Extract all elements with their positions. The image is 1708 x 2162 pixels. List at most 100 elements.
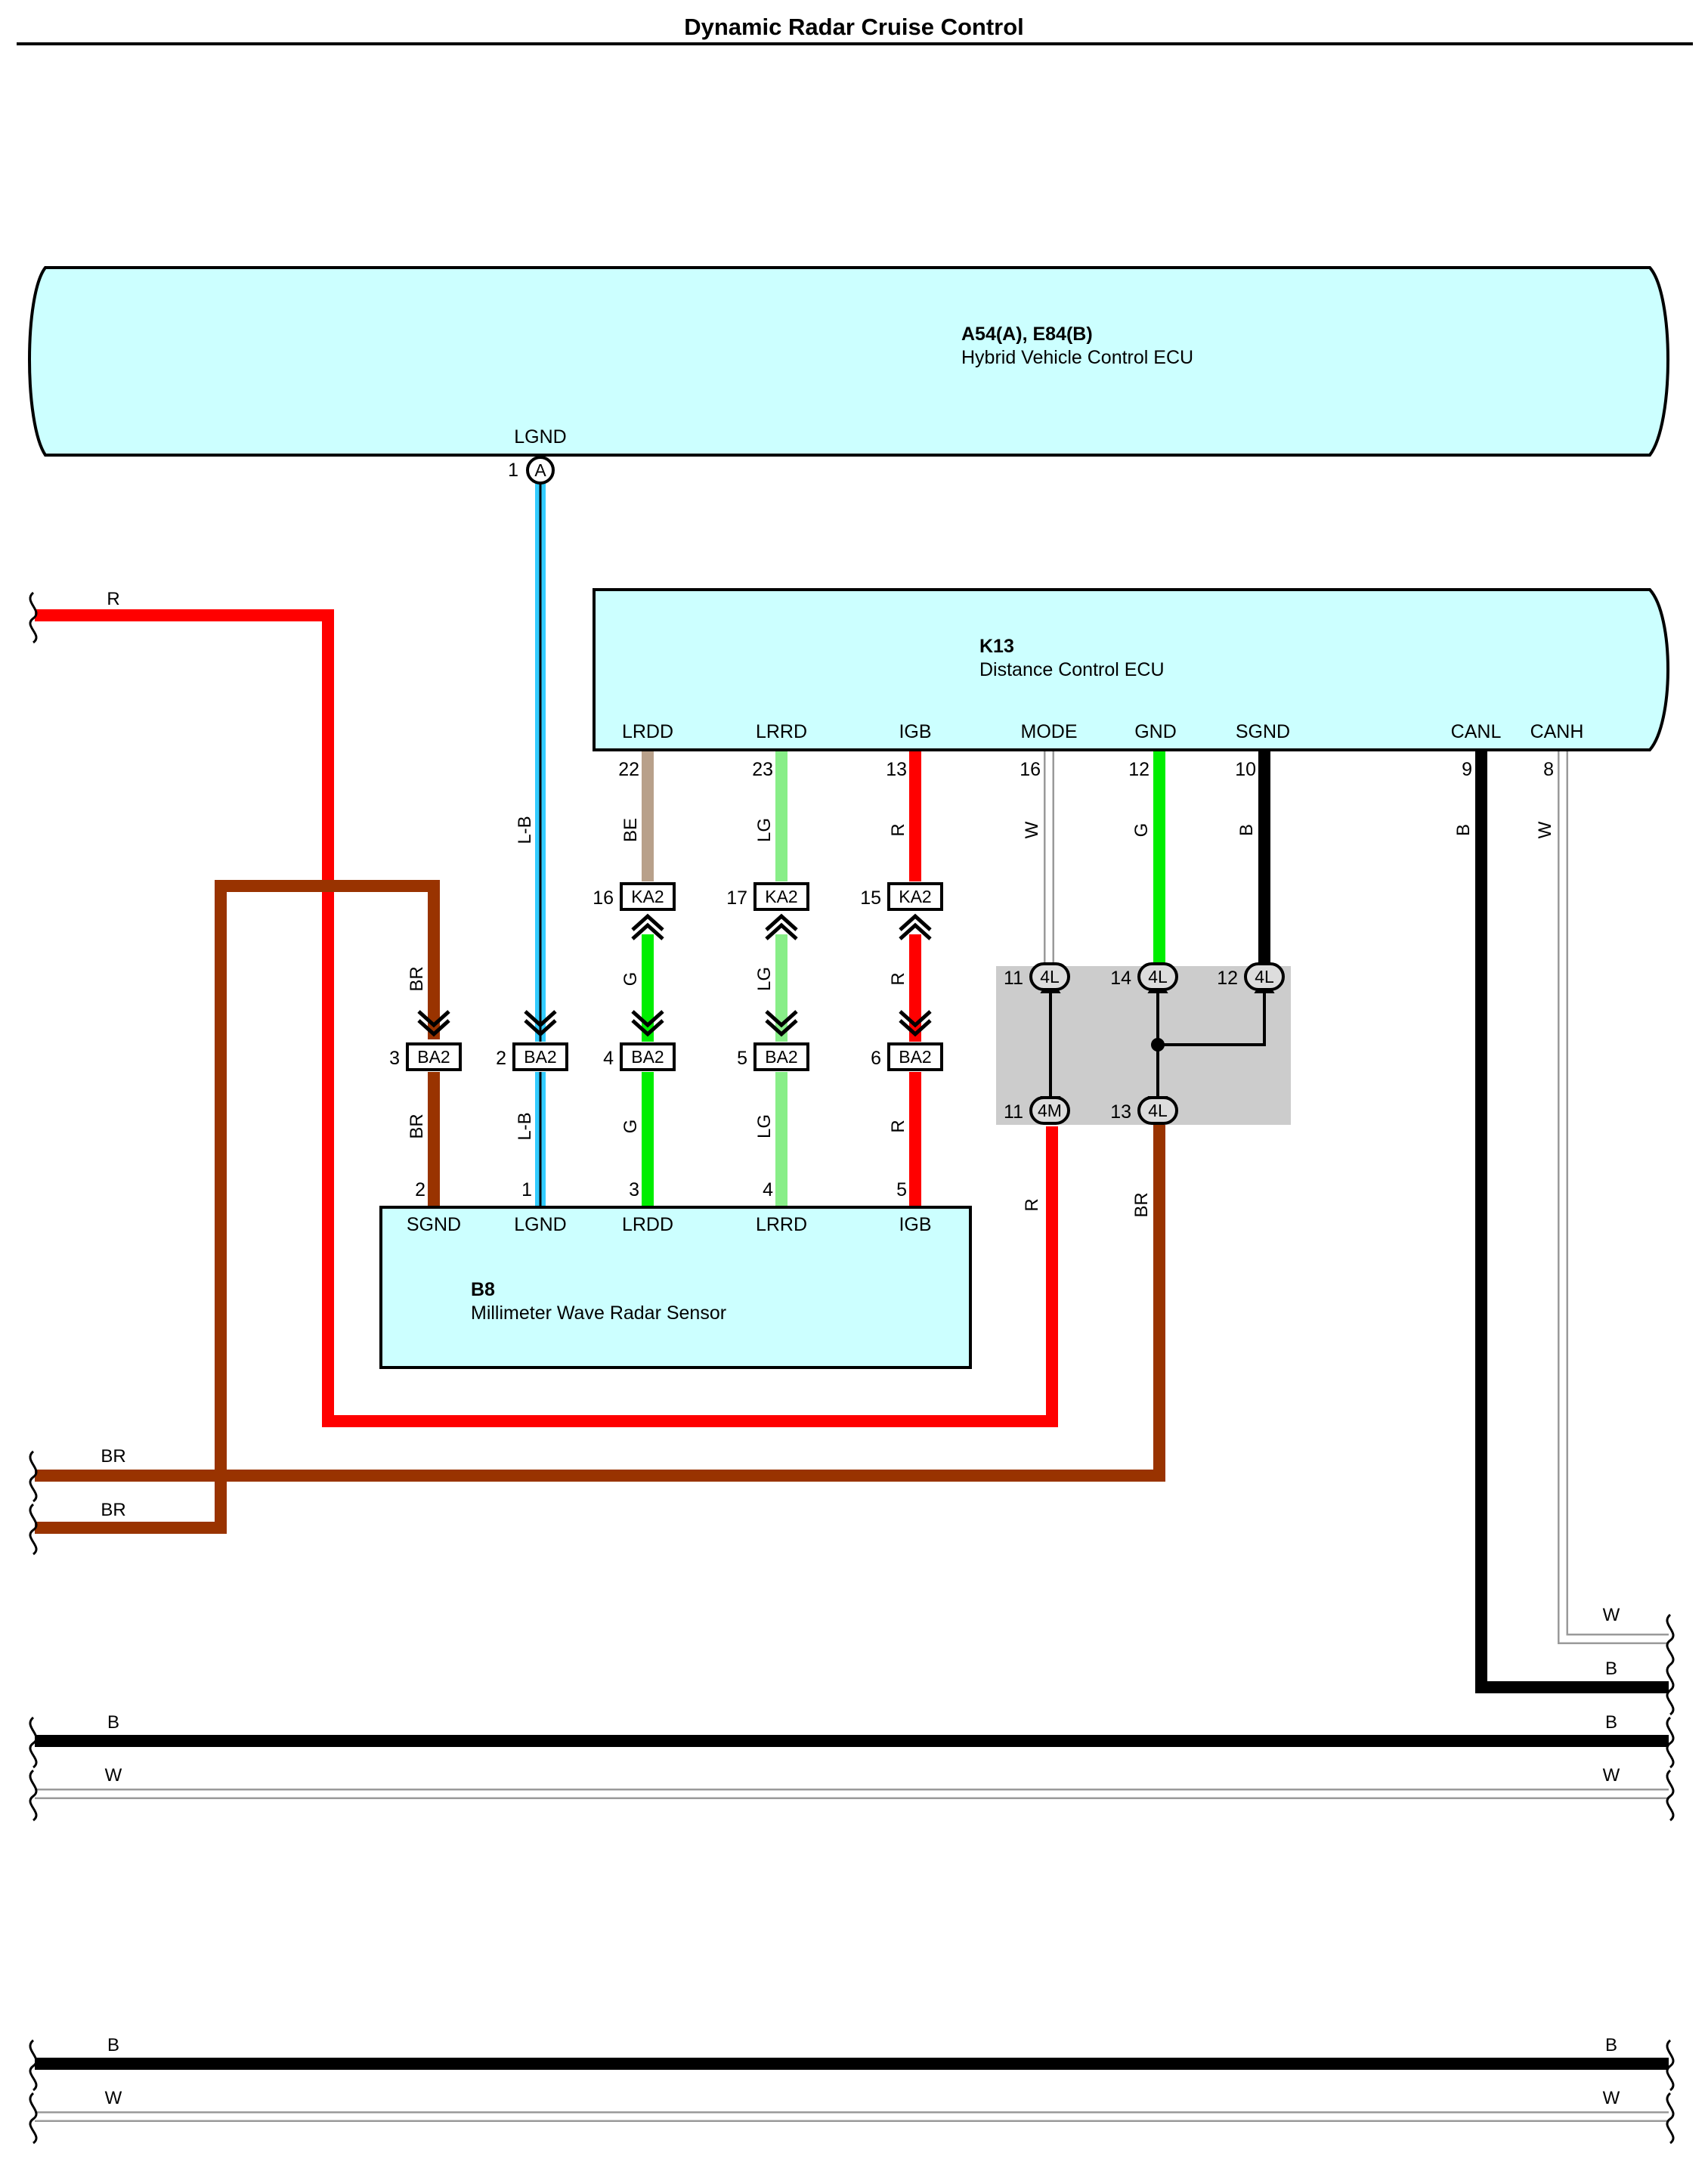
radar-id: B8 (471, 1279, 495, 1300)
ka2-name: KA2 (899, 887, 931, 906)
dc-pin-no-lrdd: 22 (618, 759, 639, 780)
junction-name: 4L (1040, 967, 1060, 987)
wire-label: BE (620, 818, 641, 842)
wire-label: B (107, 2035, 119, 2055)
ba2-name: BA2 (765, 1047, 797, 1067)
wire-label: B (1453, 824, 1474, 836)
dc-pin-label-lrrd: LRRD (756, 721, 807, 742)
ka2-name: KA2 (631, 887, 664, 906)
break-marks-right (1666, 1613, 1675, 2145)
wire-label: W (1603, 2088, 1620, 2108)
dc-pin-label-gnd: GND (1134, 721, 1177, 742)
radar-name: Millimeter Wave Radar Sensor (471, 1302, 726, 1324)
dc-pin-no-canh: 8 (1543, 759, 1554, 780)
ba2-name: BA2 (631, 1047, 664, 1067)
wire-label: BR (407, 1114, 427, 1138)
dc-ecu-id: K13 (979, 636, 1014, 657)
ka2-pin: 15 (860, 887, 881, 909)
wire-label: BR (407, 966, 427, 991)
junction-4l-brown: 4L 13 (1110, 1096, 1178, 1125)
ka2-name: KA2 (765, 887, 797, 906)
wire-label: LG (754, 1114, 775, 1138)
ba2-connector-lrrd: BA2 5 (737, 1010, 809, 1071)
hv-ecu-name: Hybrid Vehicle Control ECU (961, 347, 1193, 368)
dc-pin-label-igb: IGB (899, 721, 931, 742)
wire-label: B (107, 1712, 119, 1733)
wire-label: L-B (515, 1112, 535, 1140)
junction-pin: 11 (1004, 1101, 1023, 1123)
radar-pin-no-igb: 5 (896, 1179, 907, 1200)
radar-pin-label-igb: IGB (899, 1214, 931, 1235)
dc-pin-label-lrdd: LRDD (622, 721, 673, 742)
junction-4l-mode: 4L 11 (1004, 962, 1070, 991)
wire-label: W (1022, 821, 1042, 838)
ka2-connector-lrdd: KA2 16 (593, 882, 676, 940)
ka2-connector-lrrd: KA2 17 (726, 882, 809, 940)
junction-4l-gnd: 4L 14 (1110, 962, 1178, 991)
ba2-pin: 5 (737, 1048, 747, 1069)
dc-pin-label-canl: CANL (1451, 721, 1502, 742)
junction-name: 4L (1148, 1101, 1168, 1120)
dc-pin-no-canl: 9 (1462, 759, 1472, 780)
junction-pin: 12 (1217, 968, 1238, 989)
wire-label: LG (754, 967, 775, 991)
ba2-connector-lgnd: BA2 2 (496, 1010, 568, 1071)
ba2-name: BA2 (524, 1047, 556, 1067)
ba2-pin: 6 (871, 1048, 881, 1069)
wire-canh-white (1558, 751, 1669, 1644)
ba2-connector-igb: BA2 6 (871, 1010, 943, 1071)
hv-ecu-pin-no: 1 (508, 460, 518, 481)
distance-control-ecu: K13 Distance Control ECU LRDD LRRD IGB M… (593, 588, 1669, 751)
junction-4m-red: 4M 11 (1004, 1096, 1070, 1125)
ba2-name: BA2 (899, 1047, 931, 1067)
hv-ecu-id: A54(A), E84(B) (961, 324, 1093, 345)
millimeter-wave-radar-sensor: B8 Millimeter Wave Radar Sensor SGND LGN… (379, 1206, 972, 1369)
ba2-name: BA2 (417, 1047, 450, 1067)
junction-name: 4M (1038, 1101, 1062, 1120)
ba2-pin: 2 (496, 1048, 506, 1069)
dc-pin-no-igb: 13 (886, 759, 907, 780)
wire-label: LG (754, 818, 775, 842)
hv-ecu-pin-label: LGND (514, 426, 566, 448)
radar-pin-label-lgnd: LGND (514, 1214, 566, 1235)
ka2-connector-igb: KA2 15 (860, 882, 943, 940)
radar-pin-no-lrdd: 3 (629, 1179, 639, 1200)
wire-label: B (1236, 824, 1257, 836)
wire-label: W (1535, 821, 1555, 838)
hybrid-vehicle-control-ecu: A54(A), E84(B) Hybrid Vehicle Control EC… (28, 266, 1669, 457)
dc-ecu-name: Distance Control ECU (979, 659, 1165, 680)
dc-pin-no-mode: 16 (1020, 759, 1041, 780)
hv-ecu-pin-connector-letter: A (534, 460, 546, 480)
junction-4l-sgnd: 4L 12 (1217, 962, 1285, 991)
page-title: Dynamic Radar Cruise Control (684, 14, 1024, 40)
ba2-pin: 3 (389, 1048, 400, 1069)
wire-red-main (35, 609, 1058, 1427)
wire-label: W (105, 1765, 122, 1786)
wire-label: BR (1131, 1192, 1152, 1217)
radar-pin-no-lgnd: 1 (521, 1179, 532, 1200)
wire-label: G (1131, 823, 1152, 838)
wire-label: B (1605, 1659, 1617, 1679)
wire-label: G (620, 1120, 641, 1134)
wire-label: B (1605, 1712, 1617, 1733)
ba2-connector-sgnd: BA2 3 (389, 1010, 462, 1071)
break-marks-left (29, 591, 38, 2145)
junction-pin: 13 (1110, 1101, 1131, 1123)
wire-label: B (1605, 2035, 1617, 2055)
ka2-pin: 17 (726, 887, 747, 909)
wire-brown-gnd (35, 1125, 1165, 1482)
radar-pin-no-sgnd: 2 (415, 1179, 425, 1200)
junction-name: 4L (1148, 967, 1168, 987)
wire-label: W (1603, 1765, 1620, 1786)
radar-pin-no-lrrd: 4 (763, 1179, 773, 1200)
wire-label: R (1022, 1198, 1042, 1211)
wire-label: L-B (515, 816, 535, 844)
radar-pin-label-lrdd: LRDD (622, 1214, 673, 1235)
ba2-connector-lrdd: BA2 4 (603, 1010, 676, 1071)
junction-name: 4L (1255, 967, 1274, 987)
ka2-pin: 16 (593, 887, 614, 909)
wire-canl-black (1475, 751, 1669, 1693)
dc-pin-no-gnd: 12 (1128, 759, 1149, 780)
wire-label: G (620, 972, 641, 987)
